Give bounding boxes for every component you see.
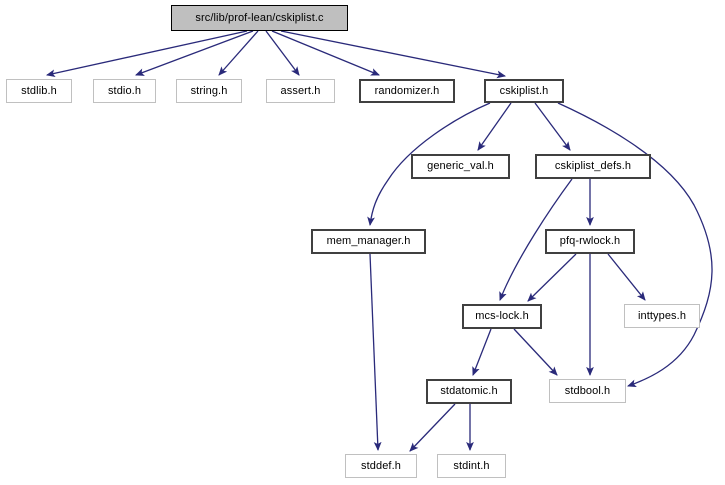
edge-mem_manager-to-stddef bbox=[369, 253, 382, 452]
edge-cskiplist_defs-to-mcs_lock bbox=[499, 178, 573, 301]
edge-cskiplist-to-stdbool bbox=[557, 102, 713, 388]
node-label: stdio.h bbox=[107, 84, 142, 97]
node-label: stdlib.h bbox=[21, 84, 57, 97]
node-label: assert.h bbox=[280, 84, 321, 97]
node-mcs-lock-h[interactable]: mcs-lock.h bbox=[462, 304, 542, 329]
edge-pfq_rwlock-to-mcs_lock bbox=[527, 253, 577, 302]
node-label: string.h bbox=[190, 84, 228, 97]
node-label: mem_manager.h bbox=[326, 235, 411, 247]
node-stddef-h[interactable]: stddef.h bbox=[345, 454, 417, 478]
edge-root-to-cskiplist bbox=[280, 30, 507, 79]
node-stdlib-h[interactable]: stdlib.h bbox=[6, 79, 72, 103]
node-stdint-h[interactable]: stdint.h bbox=[437, 454, 506, 478]
node-label: src/lib/prof-lean/cskiplist.c bbox=[195, 11, 324, 24]
edge-pfq_rwlock-to-inttypes bbox=[607, 253, 646, 301]
edge-root-to-randomizer bbox=[271, 30, 380, 76]
node-string-h[interactable]: string.h bbox=[176, 79, 242, 103]
node-label: inttypes.h bbox=[637, 309, 687, 322]
node-generic-val-h[interactable]: generic_val.h bbox=[411, 154, 510, 179]
edge-cskiplist-to-mem_manager bbox=[367, 102, 491, 227]
node-label: cskiplist_defs.h bbox=[554, 160, 632, 172]
edge-cskiplist-to-generic_val bbox=[477, 102, 512, 151]
node-assert-h[interactable]: assert.h bbox=[266, 79, 335, 103]
node-inttypes-h[interactable]: inttypes.h bbox=[624, 304, 700, 328]
edge-root-to-assert bbox=[265, 30, 300, 76]
node-cskiplist-defs-h[interactable]: cskiplist_defs.h bbox=[535, 154, 651, 179]
node-root[interactable]: src/lib/prof-lean/cskiplist.c bbox=[171, 5, 348, 31]
edge-root-to-stdlib bbox=[45, 30, 248, 78]
edge-stdatomic-to-stddef bbox=[409, 403, 456, 452]
node-label: randomizer.h bbox=[374, 84, 440, 97]
node-label: cskiplist.h bbox=[499, 84, 549, 97]
node-cskiplist-h[interactable]: cskiplist.h bbox=[484, 79, 564, 103]
node-label: pfq-rwlock.h bbox=[559, 235, 621, 247]
node-stdio-h[interactable]: stdio.h bbox=[93, 79, 156, 103]
edge-mcs_lock-to-stdbool bbox=[513, 328, 558, 376]
node-stdbool-h[interactable]: stdbool.h bbox=[549, 379, 626, 403]
node-label: stdint.h bbox=[453, 459, 490, 472]
node-label: mcs-lock.h bbox=[475, 310, 529, 322]
node-mem-manager-h[interactable]: mem_manager.h bbox=[311, 229, 426, 254]
node-label: stdatomic.h bbox=[440, 385, 498, 397]
edge-mcs_lock-to-stdatomic bbox=[472, 328, 492, 376]
edge-root-to-stdio bbox=[135, 30, 254, 76]
node-pfq-rwlock-h[interactable]: pfq-rwlock.h bbox=[545, 229, 635, 254]
node-randomizer-h[interactable]: randomizer.h bbox=[359, 79, 455, 103]
node-label: stdbool.h bbox=[564, 384, 611, 397]
edge-cskiplist-to-cskiplist_defs bbox=[534, 102, 571, 151]
node-stdatomic-h[interactable]: stdatomic.h bbox=[426, 379, 512, 404]
edge-root-to-string bbox=[218, 30, 259, 76]
node-label: generic_val.h bbox=[427, 160, 494, 172]
node-label: stddef.h bbox=[361, 459, 401, 472]
